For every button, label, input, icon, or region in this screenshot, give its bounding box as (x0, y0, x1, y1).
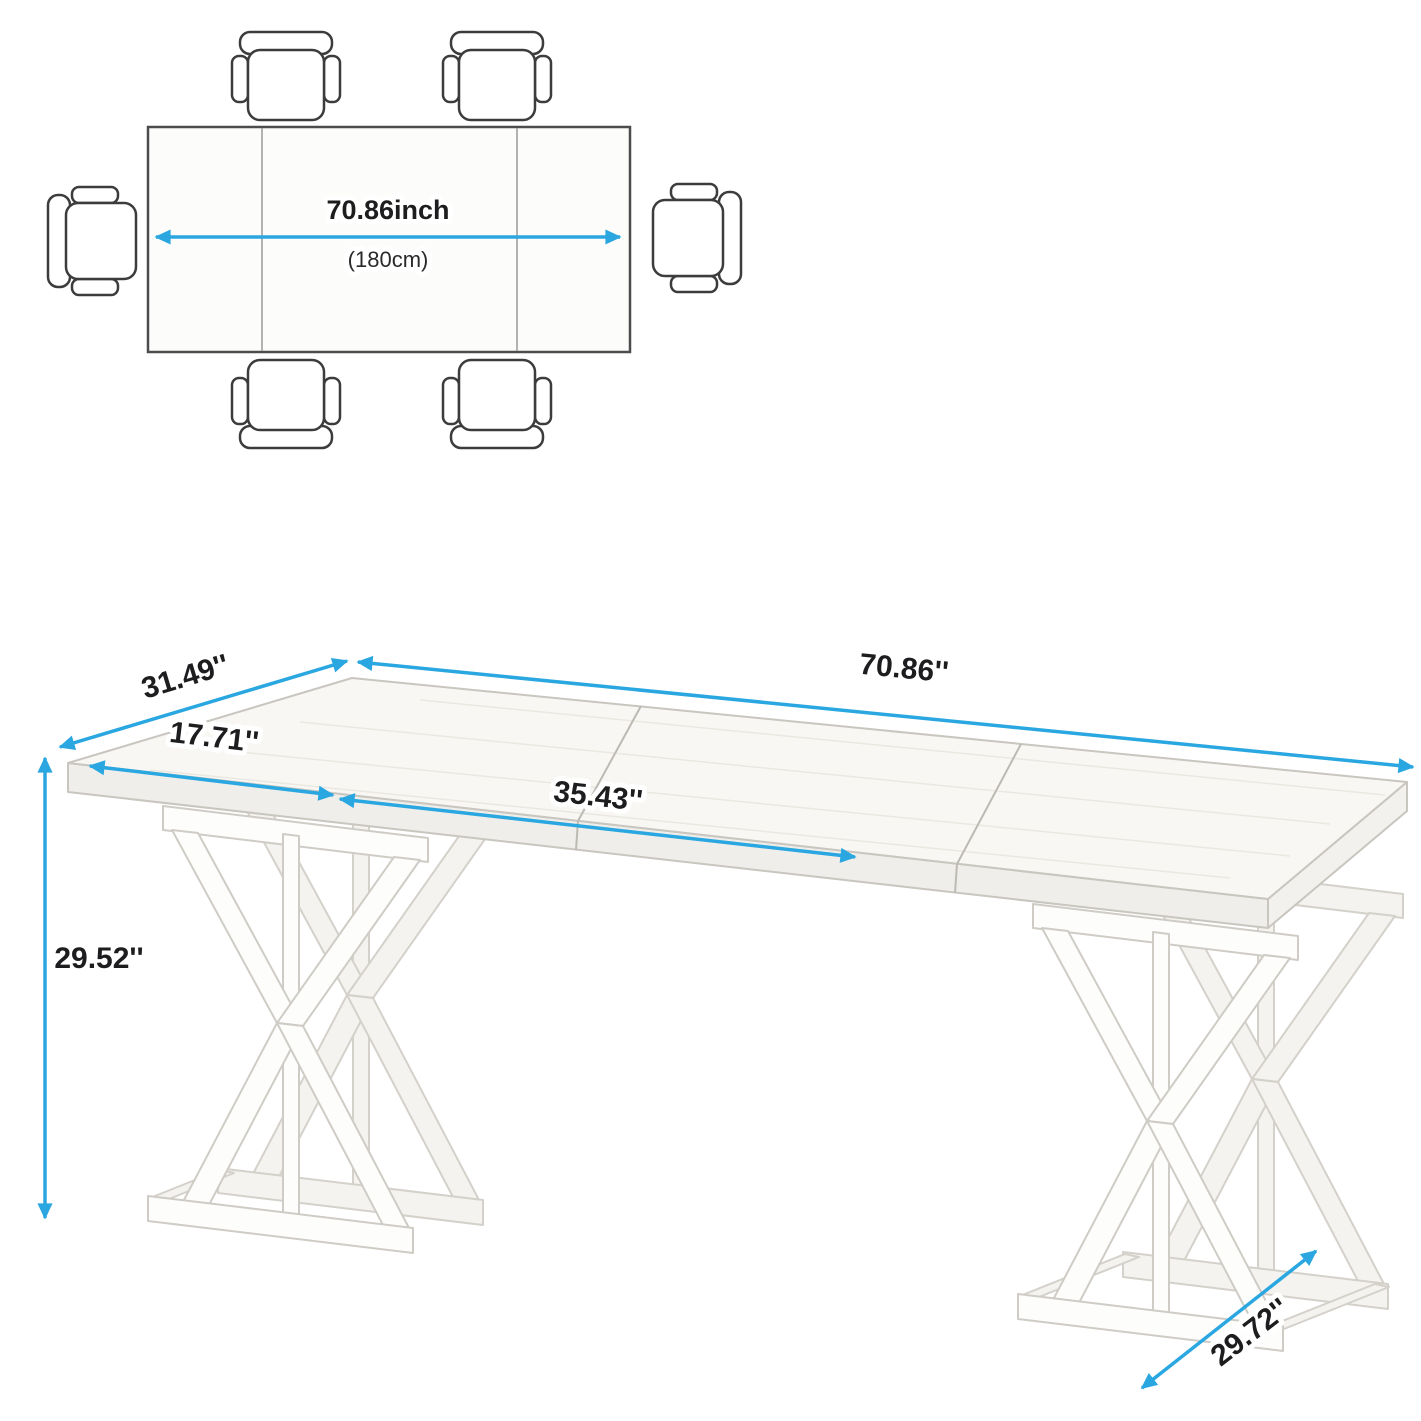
base-depth-arrow (1140, 1249, 1318, 1390)
tabletop (67, 677, 1408, 929)
chair-bottom-left (230, 358, 342, 450)
height-label: 29.52'' (54, 942, 143, 975)
perspective-view: 31.49'' 70.86'' 17.71'' 35.43'' 29.52'' … (37, 643, 1415, 1390)
depth-arrow (58, 657, 349, 751)
leaf-width-arrow (88, 760, 335, 801)
depth-label: 31.49'' (138, 648, 233, 705)
right-trestle-leg (1017, 861, 1404, 1352)
left-trestle-leg (147, 777, 499, 1254)
top-view-length-label: 70.86inch (326, 195, 449, 225)
tabletop-seam-right-edge (954, 863, 958, 894)
top-view-length-metric-label: (180cm) (348, 247, 429, 272)
chair-left (46, 185, 138, 297)
center-width-arrow (338, 793, 857, 863)
chair-top-left (230, 30, 342, 122)
top-view-diagram: 70.86inch (180cm) (46, 30, 743, 450)
chair-right (651, 182, 743, 294)
length-arrow (356, 655, 1415, 774)
chair-bottom-right (441, 358, 553, 450)
chair-top-right (441, 30, 553, 122)
left-trestle-foot-beam (147, 1195, 414, 1254)
length-label: 70.86'' (858, 648, 950, 690)
right-trestle-top-beam (1032, 903, 1299, 961)
table-top-outline (146, 125, 632, 354)
